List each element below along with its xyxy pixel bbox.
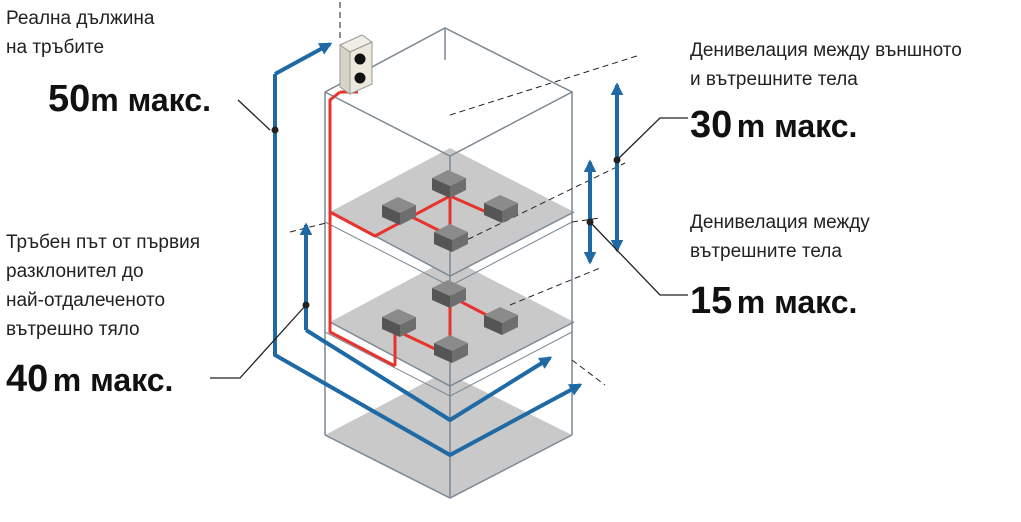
indoor-unit-icon [484, 195, 518, 223]
branch-path-value: 40 m макс. [6, 358, 174, 400]
indoor-unit-icon [484, 307, 518, 335]
floor-plate-1 [325, 372, 572, 498]
leader-dots [271, 126, 621, 309]
indoor-unit-icon [432, 280, 466, 308]
pipe-length-arrows [273, 42, 624, 457]
actual-length-value: 50m макс. [48, 78, 211, 120]
indoor-indoor-height-label: Денивелация между вътрешните тела [690, 212, 870, 262]
indoor-unit-icon [382, 197, 416, 225]
floor-plate-3 [330, 148, 574, 276]
outdoor-unit-icon [338, 34, 374, 95]
actual-length-arrow-top [274, 42, 333, 76]
actual-length-label: Реална дължина на тръбите [6, 8, 155, 58]
indoor-unit-icon [434, 335, 468, 363]
indoor-units [382, 170, 518, 363]
indoor-unit-icon [432, 170, 466, 198]
branch-path-arrow-run [304, 328, 553, 422]
branch-path-label: Тръбен път от първия разклонител до най-… [6, 232, 200, 340]
outdoor-indoor-height-label: Денивелация между външното и вътрешните … [690, 40, 962, 90]
outdoor-indoor-height-value: 30 m макс. [690, 104, 858, 146]
indoor-indoor-height-value: 15 m макс. [690, 280, 858, 322]
indoor-unit-icon [434, 224, 468, 252]
indoor-unit-icon [382, 309, 416, 337]
actual-length-arrow [273, 74, 583, 457]
leader-lines [210, 99, 688, 379]
